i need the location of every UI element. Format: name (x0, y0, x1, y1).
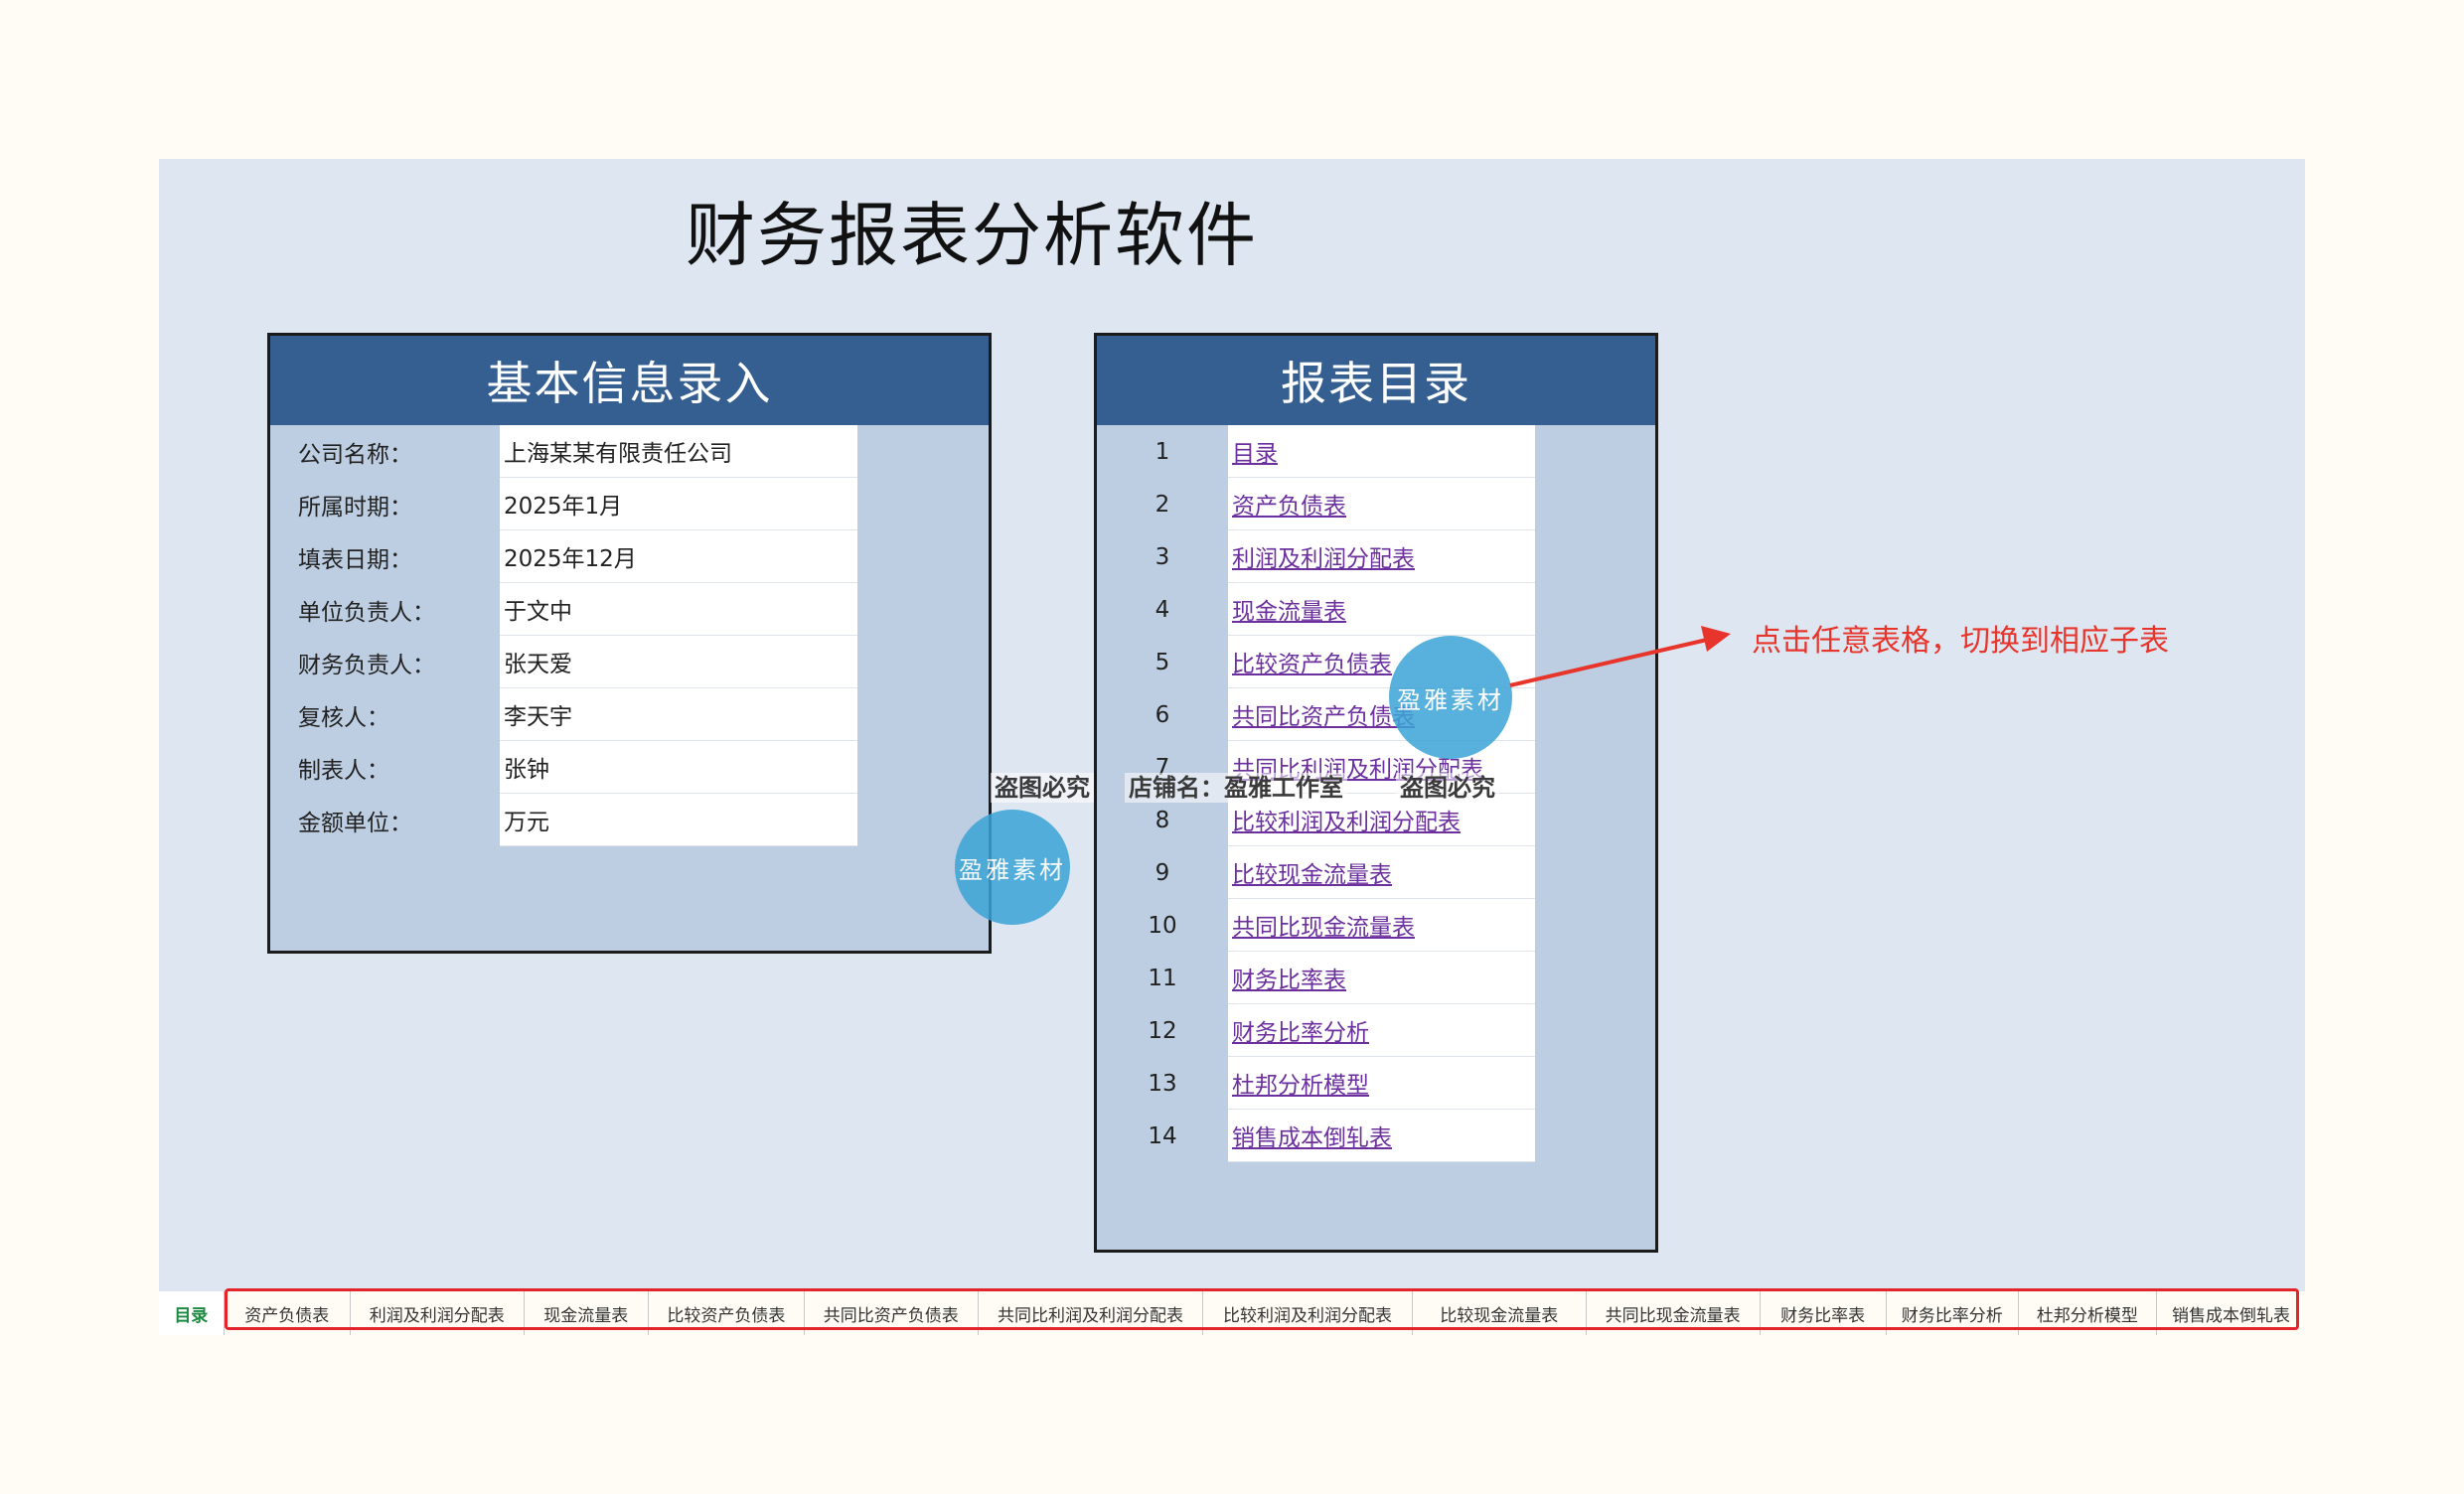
info-label: 所属时期： (298, 494, 412, 521)
directory-index: 13 (1148, 1070, 1177, 1097)
directory-link-profit-distribution[interactable]: 利润及利润分配表 (1228, 530, 1535, 583)
sheet-tab-common-size-profit[interactable]: 共同比利润及利润分配表 (979, 1291, 1204, 1335)
sheet-tab-balance-sheet[interactable]: 资产负债表 (225, 1291, 351, 1335)
info-label: 金额单位： (298, 810, 412, 836)
info-label: 制表人： (298, 757, 389, 784)
preparer-field[interactable]: 张钟 (500, 741, 857, 794)
info-row-amount-unit: 金额单位： 万元 (270, 794, 989, 846)
directory-row: 1 目录 (1097, 425, 1655, 478)
directory-row: 9 比较现金流量表 (1097, 846, 1655, 899)
sheet-tab-cost-of-sales[interactable]: 销售成本倒轧表 (2172, 1305, 2290, 1326)
directory-row: 10 共同比现金流量表 (1097, 899, 1655, 952)
sheet-tab-common-size-balance[interactable]: 共同比资产负债表 (805, 1291, 979, 1335)
basic-info-rows: 公司名称： 上海某某有限责任公司 所属时期： 2025年1月 填表日期： 202… (270, 425, 989, 846)
info-label: 填表日期： (298, 546, 412, 573)
directory-link-cash-flow[interactable]: 现金流量表 (1228, 583, 1535, 636)
directory-link-dupont-model[interactable]: 杜邦分析模型 (1228, 1057, 1535, 1110)
directory-row: 12 财务比率分析 (1097, 1004, 1655, 1057)
watermark-badge: 盈雅素材 (955, 810, 1070, 925)
directory-index: 12 (1148, 1017, 1177, 1044)
basic-info-panel: 基本信息录入 公司名称： 上海某某有限责任公司 所属时期： 2025年1月 填表… (267, 333, 992, 954)
directory-index: 10 (1148, 912, 1177, 939)
sheet-tab-ratio-table[interactable]: 财务比率表 (1761, 1291, 1887, 1335)
info-row-finance-head: 财务负责人： 张天爱 (270, 636, 989, 688)
directory-index: 5 (1155, 649, 1170, 675)
reviewer-field[interactable]: 李天宇 (500, 688, 857, 741)
directory-index: 14 (1148, 1122, 1177, 1149)
sheet-tab-contents[interactable]: 目录 (159, 1291, 225, 1335)
sheet-tab-cash-flow[interactable]: 现金流量表 (525, 1291, 649, 1335)
finance-head-field[interactable]: 张天爱 (500, 636, 857, 688)
basic-info-header: 基本信息录入 (270, 336, 989, 425)
sheet-tab-ratio-analysis[interactable]: 财务比率分析 (1887, 1291, 2019, 1335)
directory-index: 2 (1155, 491, 1170, 518)
watermark-text: 盗图必究 (1396, 773, 1499, 803)
info-row-reviewer: 复核人： 李天宇 (270, 688, 989, 741)
directory-index: 3 (1155, 543, 1170, 570)
info-row-preparer: 制表人： 张钟 (270, 741, 989, 794)
directory-row: 2 资产负债表 (1097, 478, 1655, 530)
annotation-text: 点击任意表格，切换到相应子表 (1752, 624, 2169, 659)
info-row-fill-date: 填表日期： 2025年12月 (270, 530, 989, 583)
directory-index: 6 (1155, 701, 1170, 728)
directory-link-balance-sheet[interactable]: 资产负债表 (1228, 478, 1535, 530)
report-directory-header: 报表目录 (1097, 336, 1655, 425)
directory-index: 9 (1155, 859, 1170, 886)
page-title: 财务报表分析软件 (686, 195, 1258, 276)
directory-link-ratio-table[interactable]: 财务比率表 (1228, 952, 1535, 1004)
watermark-text: 盗图必究 (991, 773, 1094, 803)
fill-date-field[interactable]: 2025年12月 (500, 530, 857, 583)
sheet-tab-bar: 目录 资产负债表 利润及利润分配表 现金流量表 比较资产负债表 共同比资产负债表… (159, 1291, 2305, 1335)
info-label: 复核人： (298, 704, 389, 731)
directory-index: 11 (1148, 965, 1177, 991)
sheet-tab-comparative-cash-flow[interactable]: 比较现金流量表 (1413, 1291, 1587, 1335)
watermark-badge: 盈雅素材 (1389, 636, 1512, 759)
directory-link-comparative-cash-flow[interactable]: 比较现金流量表 (1228, 846, 1535, 899)
info-label: 单位负责人： (298, 599, 435, 626)
info-label: 财务负责人： (298, 652, 435, 678)
unit-head-field[interactable]: 于文中 (500, 583, 857, 636)
directory-row: 4 现金流量表 (1097, 583, 1655, 636)
directory-link-ratio-analysis[interactable]: 财务比率分析 (1228, 1004, 1535, 1057)
watermark-text: 店铺名：盈雅工作室 (1125, 773, 1347, 803)
directory-index: 4 (1155, 596, 1170, 623)
sheet-tab-common-size-cash-flow[interactable]: 共同比现金流量表 (1587, 1291, 1761, 1335)
sheet-tab-profit-distribution[interactable]: 利润及利润分配表 (351, 1291, 525, 1335)
company-name-field[interactable]: 上海某某有限责任公司 (500, 425, 857, 478)
info-row-company: 公司名称： 上海某某有限责任公司 (270, 425, 989, 478)
directory-row: 11 财务比率表 (1097, 952, 1655, 1004)
directory-row: 14 销售成本倒轧表 (1097, 1110, 1655, 1162)
info-row-unit-head: 单位负责人： 于文中 (270, 583, 989, 636)
directory-row: 3 利润及利润分配表 (1097, 530, 1655, 583)
info-row-period: 所属时期： 2025年1月 (270, 478, 989, 530)
sheet-tab-comparative-profit[interactable]: 比较利润及利润分配表 (1203, 1291, 1413, 1335)
directory-link-cost-of-sales[interactable]: 销售成本倒轧表 (1228, 1110, 1535, 1162)
directory-row: 13 杜邦分析模型 (1097, 1057, 1655, 1110)
directory-index: 1 (1155, 438, 1170, 465)
directory-index: 8 (1155, 807, 1170, 833)
directory-link-common-size-cash-flow[interactable]: 共同比现金流量表 (1228, 899, 1535, 952)
directory-link-contents[interactable]: 目录 (1228, 425, 1535, 478)
period-field[interactable]: 2025年1月 (500, 478, 857, 530)
amount-unit-field[interactable]: 万元 (500, 794, 857, 846)
info-label: 公司名称： (298, 441, 412, 468)
sheet-tab-dupont-model[interactable]: 杜邦分析模型 (2019, 1291, 2157, 1335)
sheet-tab-comparative-balance[interactable]: 比较资产负债表 (649, 1291, 805, 1335)
